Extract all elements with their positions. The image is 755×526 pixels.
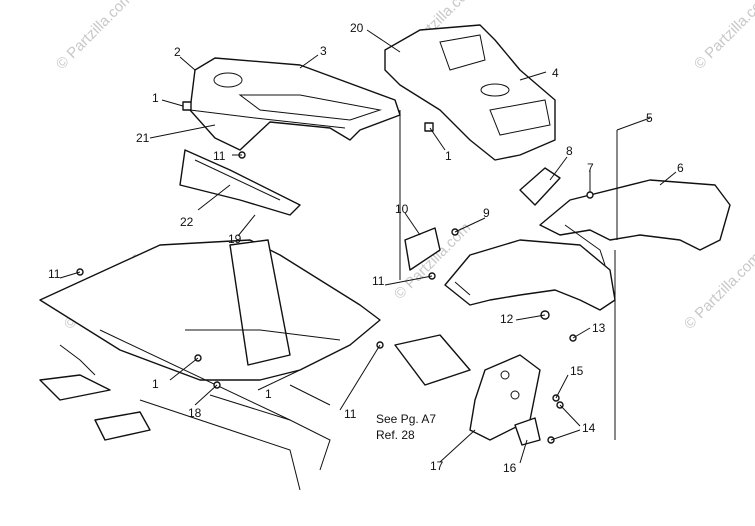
front-rack-cover xyxy=(189,57,401,151)
callouts: 1 2 3 4 5 6 7 8 9 10 11 11 11 11 1 1 1 1… xyxy=(48,21,684,475)
callout-9: 9 xyxy=(483,206,490,220)
frame xyxy=(39,239,381,491)
callout-3: 3 xyxy=(320,44,327,58)
watermark: © Partzilla.com xyxy=(53,0,136,73)
decal-8 xyxy=(519,167,561,206)
callout-22: 22 xyxy=(180,215,194,229)
callout-1-d: 1 xyxy=(265,387,272,401)
callout-11-c: 11 xyxy=(372,274,385,288)
callout-11-a: 11 xyxy=(213,149,226,163)
reference-note: See Pg. A7 Ref. 28 xyxy=(376,412,436,442)
callout-7: 7 xyxy=(587,161,594,175)
callout-20: 20 xyxy=(350,21,364,35)
callout-12: 12 xyxy=(500,312,514,326)
callout-11-b: 11 xyxy=(48,267,61,281)
callout-13: 13 xyxy=(592,321,606,335)
skid-plate xyxy=(394,334,541,446)
note-line-2: Ref. 28 xyxy=(376,428,415,442)
note-line-1: See Pg. A7 xyxy=(376,412,436,426)
leader-lines xyxy=(59,29,677,464)
watermark: © Partzilla.com xyxy=(691,0,755,73)
front-fender xyxy=(444,239,616,311)
callout-6: 6 xyxy=(677,161,684,175)
callout-19: 19 xyxy=(228,232,242,246)
headlight-pod xyxy=(384,24,556,161)
lower-panel xyxy=(179,149,301,216)
callout-14: 14 xyxy=(582,421,596,435)
callout-11-d: 11 xyxy=(344,407,357,421)
callout-21: 21 xyxy=(136,131,150,145)
callout-15: 15 xyxy=(570,364,584,378)
callout-1-c: 1 xyxy=(152,377,159,391)
callout-16: 16 xyxy=(503,461,517,475)
callout-10: 10 xyxy=(395,202,409,216)
callout-1-b: 1 xyxy=(445,149,452,163)
watermark: © Partzilla.com xyxy=(681,249,755,332)
callout-2: 2 xyxy=(174,45,181,59)
callout-17: 17 xyxy=(430,459,444,473)
reflector-10 xyxy=(404,227,441,271)
callout-1: 1 xyxy=(152,91,159,105)
callout-5: 5 xyxy=(646,111,653,125)
callout-8: 8 xyxy=(566,144,573,158)
callout-4: 4 xyxy=(552,66,559,80)
callout-18: 18 xyxy=(188,406,202,420)
